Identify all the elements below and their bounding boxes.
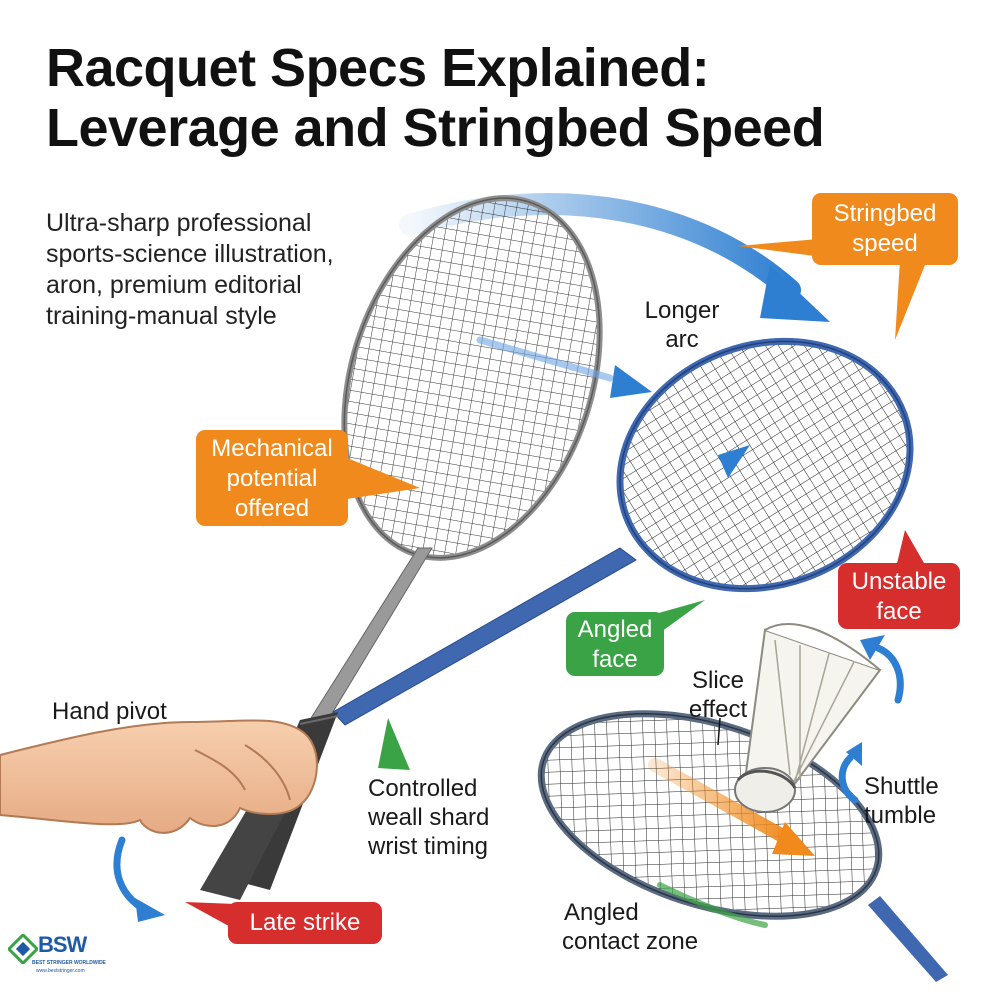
- logo-text: BSW: [38, 932, 87, 957]
- label-hand-pivot-line-1: Hand pivot: [52, 698, 167, 725]
- motion-streak: [476, 336, 652, 398]
- callout-stringbed-speed: Stringbed speed: [812, 193, 958, 265]
- blue-racquet: [332, 337, 914, 726]
- label-shuttle-tumble-line-1: Shuttle: [864, 773, 939, 800]
- callout-angled-face: Angled face: [566, 612, 664, 676]
- logo-mark-icon: [8, 934, 38, 964]
- label-slice-effect: Slice effect: [682, 666, 754, 724]
- label-slice-effect-line-2: effect: [688, 696, 748, 723]
- callout-late-strike: Late strike: [228, 902, 382, 944]
- callout-mechanical-potential: Mechanical potential offered: [196, 430, 348, 526]
- shuttlecock: [734, 623, 882, 813]
- callout-unstable-face: Unstable face: [838, 563, 960, 629]
- label-shuttle-tumble: Shuttle tumble: [864, 772, 939, 830]
- hand-rotation-arrow: [113, 836, 165, 922]
- label-angled-contact: Angled contact zone: [562, 898, 698, 956]
- bsw-logo: BSW BEST STRINGER WORLDWIDE www.beststri…: [8, 930, 106, 990]
- subtitle-line-2: sports-science illustration,: [46, 240, 334, 268]
- hand-with-grips: [0, 712, 339, 900]
- callout-mechanical-line-1: Mechanical: [211, 435, 333, 462]
- label-longer-arc-line-2: arc: [665, 326, 699, 353]
- subtitle-line-1: Ultra-sharp professional: [46, 209, 312, 237]
- controlled-pointer: [378, 718, 410, 770]
- callout-angled-face-line-2: face: [592, 646, 638, 673]
- label-longer-arc-line-1: Longer: [644, 297, 720, 324]
- shuttle-tumble-arrows: [838, 635, 904, 804]
- callout-late-strike-line-1: Late strike: [249, 909, 361, 936]
- label-controlled-line-3: wrist timing: [368, 833, 489, 860]
- gray-racquet: [305, 195, 603, 731]
- label-controlled-line-2: weall shard: [368, 804, 490, 831]
- label-controlled-line-1: Controlled: [368, 775, 478, 802]
- stringbed-tail: [738, 238, 830, 258]
- label-angled-contact-line-1: Angled: [564, 899, 639, 926]
- logo-tagline: BEST STRINGER WORLDWIDE: [32, 960, 106, 966]
- label-controlled: Controlled weall shard wrist timing: [368, 774, 489, 861]
- title-line-1: Racquet Specs Explained:: [46, 38, 710, 98]
- page-title: Racquet Specs Explained: Leverage and St…: [46, 38, 966, 158]
- label-shuttle-tumble-line-2: tumble: [864, 802, 937, 829]
- callout-stringbed-line-2: speed: [852, 230, 918, 257]
- callout-stringbed-line-1: Stringbed: [833, 200, 937, 227]
- contact-zone-arrow: [657, 882, 768, 928]
- label-longer-arc: Longer arc: [632, 296, 732, 354]
- slice-leader-line: [717, 717, 721, 746]
- label-hand-pivot: Hand pivot: [52, 697, 167, 726]
- subtitle-line-4: training-manual style: [46, 302, 277, 330]
- callout-unstable-line-2: face: [876, 598, 922, 625]
- label-angled-contact-line-2: contact zone: [562, 928, 699, 955]
- subtitle-line-3: aron, premium editorial: [46, 271, 302, 299]
- callout-mechanical-line-2: potential: [226, 465, 318, 492]
- late-strike-tail: [185, 902, 236, 930]
- subtitle: Ultra-sharp professional sports-science …: [46, 208, 376, 332]
- label-slice-effect-line-1: Slice: [691, 667, 745, 694]
- callout-mechanical-line-3: offered: [234, 495, 310, 522]
- callout-angled-face-line-1: Angled: [577, 616, 653, 643]
- mechanical-tail: [340, 455, 420, 500]
- slice-effect-arrow: [648, 758, 815, 856]
- logo-url: www.beststringer.com: [36, 968, 85, 974]
- title-line-2: Leverage and Stringbed Speed: [46, 98, 825, 158]
- unstable-tail: [895, 530, 928, 572]
- callout-unstable-line-1: Unstable: [851, 568, 947, 595]
- stringbed-tail-2: [895, 260, 925, 340]
